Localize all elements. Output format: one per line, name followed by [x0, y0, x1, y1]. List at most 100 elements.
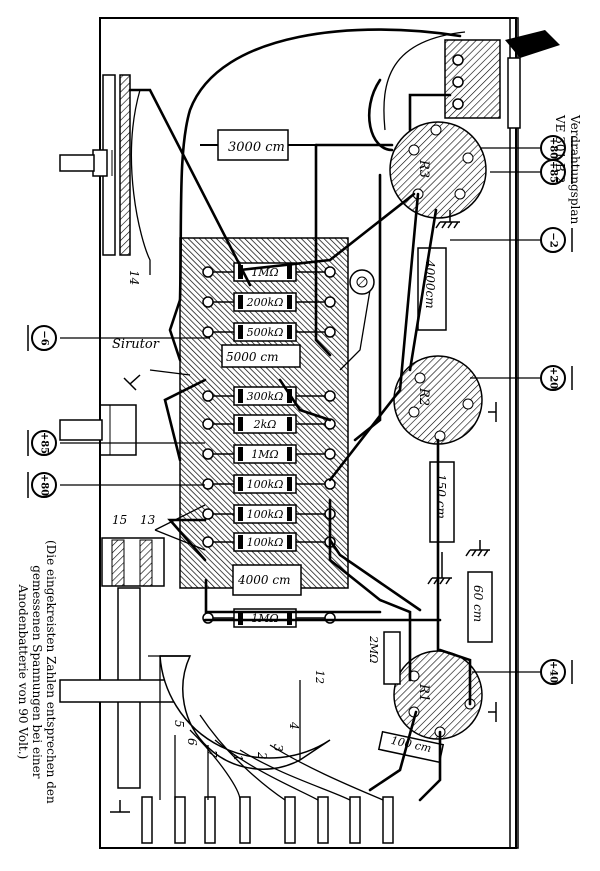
resistor-body: [233, 504, 297, 524]
voltage-marker-v40: +40: [540, 659, 566, 685]
thin-wiring: [60, 31, 540, 801]
solder-lug-left: [202, 326, 214, 338]
resistor-body: [233, 262, 297, 282]
switch-position-number: 6: [185, 738, 199, 746]
capacitor-4000-bottom: [232, 564, 302, 596]
resistor-body: [233, 444, 297, 464]
label-cap-5000: 5000 cm: [226, 350, 278, 364]
diagram-title: Verdrahtungsplan VE 301 B 2: [552, 115, 582, 224]
label-cap-3000: 3000 cm: [228, 140, 285, 155]
resistor-value: 200kΩ: [246, 296, 284, 309]
solder-lug-left: [202, 612, 214, 624]
resistor-body: [233, 608, 297, 628]
solder-lug-left: [202, 418, 214, 430]
voltage-marker-v85_left: +85: [31, 430, 57, 456]
voltage-marker-v20: +20: [540, 365, 566, 391]
voltage-marker-v2: −2: [540, 227, 566, 253]
label-terminal-14: 14: [127, 270, 141, 285]
resistor-value: 2kΩ: [253, 418, 277, 431]
voltage-value: +40: [548, 661, 559, 683]
label-cap-4000-bottom: 4000 cm: [237, 573, 290, 587]
board-resistor: 100kΩ: [202, 504, 336, 524]
switch-position-number: 3: [271, 744, 285, 752]
voltage-value: +85: [39, 432, 50, 454]
resistor-value: 1MΩ: [251, 448, 278, 461]
potentiometer-knob: [59, 404, 137, 456]
label-terminal-12: 12: [313, 670, 326, 684]
solder-lug-right: [324, 296, 336, 308]
capacitor-60: [467, 571, 493, 643]
wiring: [128, 28, 472, 802]
solder-lug-left: [202, 266, 214, 278]
solder-lug-left: [202, 448, 214, 460]
label-sirutor: Sirutor: [112, 337, 160, 352]
board-resistor: 100kΩ: [202, 474, 336, 494]
title-line-2: VE 301 B 2: [553, 115, 567, 184]
resistor-value: 500kΩ: [247, 326, 284, 339]
board-resistor: 1MΩ: [202, 262, 336, 282]
note-line-3: Anodenbatterie von 90 Volt.): [16, 584, 30, 760]
switch-position-number: 2: [255, 751, 269, 760]
voltage-marker-v80_left: +80: [31, 472, 57, 498]
bottom-pins: [141, 796, 394, 844]
tube-socket-r3: [389, 121, 487, 219]
board-resistor: 300kΩ: [202, 386, 336, 406]
voltage-value: −6: [39, 330, 50, 345]
board-resistor: 200kΩ: [202, 292, 336, 312]
ground-symbols: [27, 136, 573, 813]
solder-lug-right: [324, 390, 336, 402]
resistor-value: 100kΩ: [247, 508, 284, 521]
board-resistor: 2kΩ: [202, 414, 336, 434]
switch-position-number: 4: [287, 721, 301, 730]
title-line-1: Verdrahtungsplan: [568, 115, 582, 225]
label-terminal-15: 15: [112, 513, 127, 527]
resistor-body: [233, 414, 297, 434]
variable-capacitor-top: [59, 74, 131, 256]
solder-lug-left: [202, 296, 214, 308]
board-resistor-group: 1MΩ200kΩ500kΩ300kΩ2kΩ1MΩ100kΩ100kΩ100kΩ1…: [202, 262, 336, 628]
capacitor-150: [429, 461, 455, 543]
voltage-marker-v6: −6: [31, 325, 57, 351]
voltage-value: +20: [548, 367, 559, 389]
voltage-marker-group: +80 +85 −2 +20 +40 −6 +85 +80: [31, 135, 566, 685]
solder-lug-right: [324, 326, 336, 338]
resistor-body: [233, 322, 297, 342]
voltage-value: +80: [548, 137, 559, 159]
label-res-2mohm: 2MΩ: [367, 635, 380, 663]
voltage-note: (Die eingekreisten Zahlen entsprechen de…: [16, 540, 58, 804]
solder-lug-left: [202, 478, 214, 490]
label-terminal-13: 13: [140, 513, 156, 527]
board-resistor: 500kΩ: [202, 322, 336, 342]
label-cap-150: 150 cm: [434, 474, 448, 519]
solder-lug-left: [202, 390, 214, 402]
resistor-value: 100kΩ: [247, 478, 284, 491]
switch-position-number: 5: [172, 720, 186, 728]
label-tube-r2: R2: [416, 387, 431, 406]
switch-position-number: 1: [231, 754, 245, 762]
resistor-body: [233, 474, 297, 494]
label-cap-4000-right: 4000cm: [423, 259, 437, 309]
resistor-body: [233, 386, 297, 406]
voltage-value: −2: [548, 232, 559, 247]
label-tube-r3: R3: [416, 159, 431, 178]
note-line-2: gemessenen Spannungen bei einer: [30, 565, 44, 779]
solder-lug-left: [202, 508, 214, 520]
voltage-marker-v85_top: +85: [540, 159, 566, 185]
chassis-inner-rail: [509, 17, 519, 849]
capacitor-3000: [200, 129, 316, 161]
resistor-body: [233, 532, 297, 552]
resistor-value: 300kΩ: [247, 390, 284, 403]
sirutor-core: [356, 276, 368, 288]
solder-lug-right: [324, 612, 336, 624]
label-tube-r1: R1: [416, 683, 431, 702]
note-line-1: (Die eingekreisten Zahlen entsprechen de…: [44, 540, 58, 804]
voltage-value: +85: [548, 161, 559, 183]
power-plug: [444, 30, 560, 129]
solder-lug-right: [324, 448, 336, 460]
resistor-value: 1MΩ: [251, 612, 278, 625]
capacitor-100: [377, 730, 445, 764]
resistor-2mohm: [383, 631, 401, 685]
resistor-body: [233, 292, 297, 312]
